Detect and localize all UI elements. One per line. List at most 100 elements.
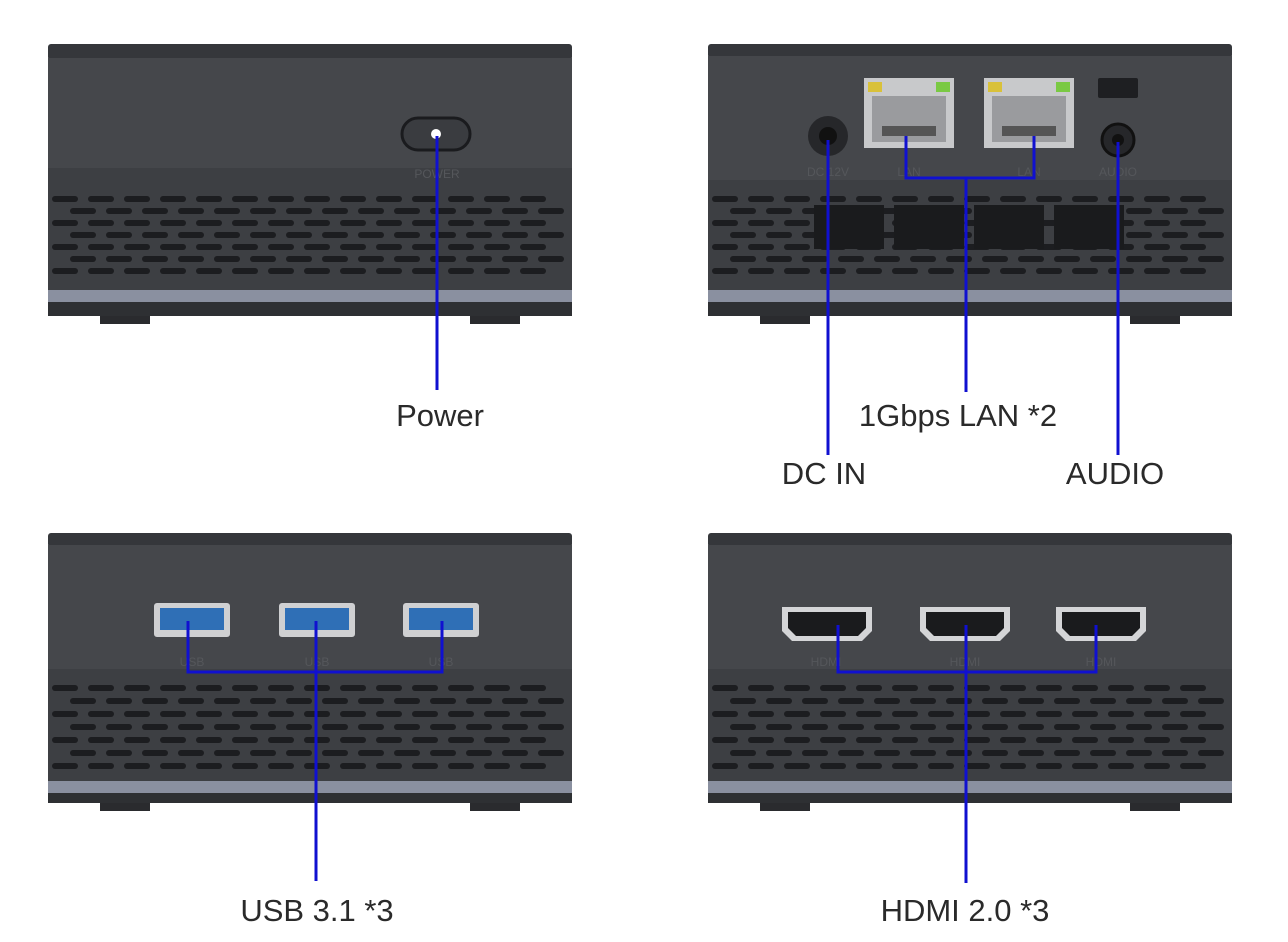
vent-slot: [928, 711, 954, 717]
vent-slot: [52, 268, 78, 274]
vent-slot: [712, 763, 738, 769]
vent-slot: [748, 268, 774, 274]
vent-slot: [1162, 724, 1188, 730]
vent-slot: [88, 268, 114, 274]
vent-slot: [376, 244, 402, 250]
vent-slot: [142, 698, 168, 704]
vent-slot: [214, 208, 240, 214]
hdmi-port-3: [1056, 607, 1146, 641]
vent-slot: [892, 196, 918, 202]
vent-slot: [820, 711, 846, 717]
vent-slot: [1036, 268, 1062, 274]
vent-slot: [160, 268, 186, 274]
vent-slot: [124, 196, 150, 202]
vent-slot: [178, 208, 204, 214]
vent-slot: [892, 268, 918, 274]
vent-slot: [712, 196, 738, 202]
vent-slot: [106, 750, 132, 756]
vent-slot: [340, 763, 366, 769]
vent-slot: [70, 256, 96, 262]
vent-slot: [340, 196, 366, 202]
vent-slot: [232, 268, 258, 274]
vent-slot: [1090, 724, 1116, 730]
vent-slot: [964, 763, 990, 769]
vent-slot: [484, 268, 510, 274]
vent-slot: [358, 698, 384, 704]
vent-slot: [892, 685, 918, 691]
vent-slot: [784, 196, 810, 202]
vent-slot: [106, 724, 132, 730]
vent-slot: [88, 220, 114, 226]
vent-slot: [856, 685, 882, 691]
vent-slot: [1108, 763, 1134, 769]
vent-slot: [730, 208, 756, 214]
audio-callout-label: AUDIO: [1065, 456, 1165, 491]
vent-slot: [982, 724, 1008, 730]
vent-slot: [304, 220, 330, 226]
vent-slot: [484, 711, 510, 717]
vent-slot: [838, 724, 864, 730]
vent-slot: [124, 737, 150, 743]
vent-slot: [250, 750, 276, 756]
vent-slot: [412, 244, 438, 250]
vent-slot: [196, 763, 222, 769]
vent-slot: [322, 750, 348, 756]
vent-slot: [232, 737, 258, 743]
vent-slot: [358, 208, 384, 214]
usb-callout-label: USB 3.1 *3: [240, 893, 394, 928]
vent-slot: [1198, 232, 1224, 238]
vent-slot: [712, 220, 738, 226]
vent-slot: [286, 724, 312, 730]
vent-slot: [214, 256, 240, 262]
vent-slot: [1108, 268, 1134, 274]
vent-slot: [466, 698, 492, 704]
vent-slot: [466, 724, 492, 730]
vent-slot: [1198, 698, 1224, 704]
vent-slot: [88, 711, 114, 717]
vent-slot: [160, 685, 186, 691]
vent-slot: [748, 196, 774, 202]
vent-slot: [178, 256, 204, 262]
vent-slot: [1126, 232, 1152, 238]
vent-slot: [1090, 256, 1116, 262]
vent-slot: [268, 763, 294, 769]
vent-slot: [856, 763, 882, 769]
vent-slot: [1144, 763, 1170, 769]
vent-slot: [1108, 685, 1134, 691]
vent-slot: [304, 268, 330, 274]
vent-slot: [52, 737, 78, 743]
hdmi1-silkscreen: HDMI: [811, 655, 842, 669]
vent-slot: [448, 685, 474, 691]
vent-slot: [748, 763, 774, 769]
vent-slot: [502, 750, 528, 756]
vent-slot: [52, 220, 78, 226]
vent-slot: [730, 698, 756, 704]
usb-port-1: [154, 603, 230, 637]
vent-slot: [820, 685, 846, 691]
vent-slot: [196, 220, 222, 226]
vent-slot: [340, 244, 366, 250]
vent-slot: [964, 268, 990, 274]
vent-slot: [1054, 256, 1080, 262]
front-view-panel: POWER Power: [0, 0, 644, 471]
usb-leader-lines: [186, 621, 444, 881]
vent-slot: [412, 711, 438, 717]
vent-slot: [412, 220, 438, 226]
vent-slot: [520, 685, 546, 691]
hdmi-leader-lines: [836, 625, 1098, 883]
vent-slot: [448, 763, 474, 769]
vent-slot: [784, 244, 810, 250]
vent-slot: [1000, 763, 1026, 769]
vent-slot: [124, 244, 150, 250]
power-callout-label: Power: [396, 398, 484, 433]
vent-slot: [178, 750, 204, 756]
vent-slot: [928, 763, 954, 769]
vent-slot: [766, 232, 792, 238]
vent-slot: [1144, 244, 1170, 250]
vent-slot: [358, 232, 384, 238]
vent-slot: [1126, 724, 1152, 730]
vent-slot: [538, 256, 564, 262]
vent-slot: [712, 737, 738, 743]
vent-slot: [1144, 711, 1170, 717]
vent-slot: [430, 232, 456, 238]
